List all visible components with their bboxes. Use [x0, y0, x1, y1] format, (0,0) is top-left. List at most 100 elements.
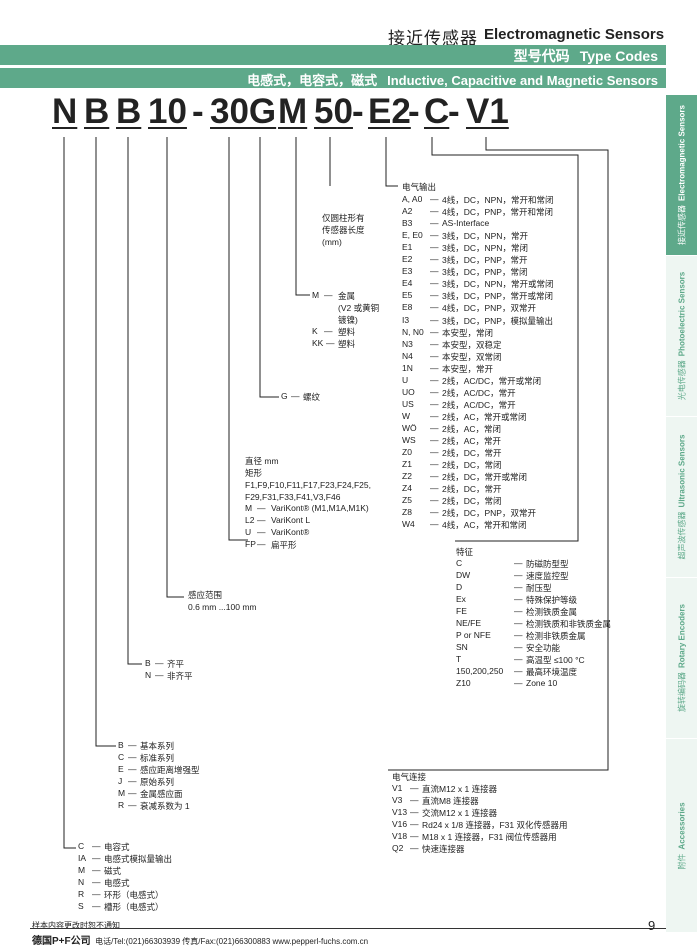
feature-row: NE/FE—检测铁质和非铁质金属: [456, 618, 612, 629]
principle-row-label: 电容式: [104, 842, 130, 852]
feature-row-label: 检测铁质金属: [526, 607, 578, 617]
series-row-label: 标准系列: [140, 753, 175, 763]
output-row: A, A0—4线，DC，NPN，常开和常闭: [402, 194, 554, 205]
housing-label: 直径 mm: [245, 456, 279, 466]
feature-row-code: D: [456, 582, 463, 592]
feature-row-label: 特殊保护等级: [526, 595, 578, 605]
flush-row: B—齐平: [145, 658, 185, 669]
connection-row-code: Q2: [392, 843, 404, 853]
output-row-code: I3: [402, 314, 410, 325]
feature-row: Ex—特殊保护等级: [456, 594, 578, 605]
tab-electromagnetic-sensors[interactable]: 接近传感器Electromagnetic Sensors: [666, 95, 697, 256]
output-row-code: W: [402, 410, 411, 421]
feature-row-label: 检测非铁质金属: [526, 631, 586, 641]
output-row-label: 2线，DC，常开或常闭: [442, 472, 528, 483]
output-row: B3—AS-Interface: [402, 218, 490, 229]
output-row: Z1—2线，DC，常闭: [402, 459, 502, 471]
output-row-code: UO: [402, 386, 415, 397]
output-row-code: Z0: [402, 447, 412, 458]
footer-divider: [30, 928, 666, 929]
feature-row-code: Z10: [456, 678, 471, 688]
length-label-2: 传感器长度: [322, 225, 365, 235]
series-row-code: B: [118, 740, 124, 750]
feature-row: T—高温型 ≤100 °C: [456, 654, 585, 665]
connection-row: V13—交流M12 x 1 连接器: [392, 807, 498, 818]
connection-row-label: 直流M12 x 1 连接器: [422, 784, 498, 794]
band1-title-en: Type Codes: [579, 48, 658, 64]
feature-row-label: 安全功能: [526, 643, 561, 653]
housing-row: U—VariKont®: [245, 527, 310, 537]
output-row-code: WÖ: [402, 422, 417, 433]
output-row: W—2线，AC，常开或常闭: [402, 410, 527, 422]
output-row: E8—4线，DC，PNP，双常开: [402, 302, 536, 314]
connection-row: V1—直流M12 x 1 连接器: [392, 783, 498, 794]
connection-row-label: 交流M12 x 1 连接器: [422, 808, 498, 818]
tab-photoelectric-sensors[interactable]: 光电传感器Photoelectric Sensors: [666, 256, 697, 417]
output-row: WÖ—2线，AC，常闭: [402, 422, 502, 434]
feature-row-code: NE/FE: [456, 618, 482, 628]
output-row: U—2线，AC/DC，常开或常闭: [402, 374, 542, 386]
series-row: C—标准系列: [118, 752, 175, 763]
output-row-label: 4线，DC，NPN，常开和常闭: [442, 195, 554, 205]
output-row-label: 本安型，双常闭: [442, 351, 502, 362]
output-row: I3—3线，DC，PNP，模拟量输出: [402, 314, 553, 326]
principle-row-code: C: [78, 841, 85, 851]
output-row-code: Z2: [402, 471, 412, 482]
output-row: E4—3线，DC，NPN，常开或常闭: [402, 278, 554, 290]
feature-row-code: Ex: [456, 594, 466, 604]
code-output: E2: [368, 92, 411, 131]
output-row-label: 2线，DC，常开: [442, 484, 502, 495]
output-row-label: 3线，DC，NPN，常开或常闭: [442, 279, 554, 290]
output-row-code: A2: [402, 206, 413, 217]
feature-row: 150,200,250—最高环境温度: [456, 666, 578, 677]
connection-row-label: 直流M8 连接器: [422, 796, 479, 806]
feature-row-code: T: [456, 654, 462, 664]
principle-row-label: 环形（电感式）: [104, 890, 164, 900]
output-row-label: 3线，DC，PNP，模拟量输出: [442, 315, 553, 326]
series-row-code: M: [118, 788, 126, 798]
output-row: E3—3线，DC，PNP，常闭: [402, 266, 528, 278]
output-row-code: E3: [402, 266, 413, 277]
tab-accessories[interactable]: 附件Accessories: [666, 739, 697, 933]
output-row: 1N—本安型，常开: [402, 362, 494, 374]
principle-row-label: 电感式: [104, 878, 130, 888]
output-row: N4—本安型，双常闭: [402, 350, 502, 362]
connection-row-label: 快速连接器: [422, 844, 465, 854]
connection-row-code: V18: [392, 831, 408, 841]
range-label: 感应范围: [188, 590, 223, 600]
output-row-label: 2线，DC，常闭: [442, 496, 502, 507]
output-row-code: U: [402, 374, 409, 385]
material-row: K—塑料: [312, 326, 356, 337]
series-row-label: 原始系列: [140, 777, 175, 787]
principle-row: S—槽形（电感式）: [78, 901, 164, 912]
footer-contact-info: 电话/Tel:(021)66303939 传真/Fax:(021)6630088…: [95, 937, 369, 946]
feature-row: D—耐压型: [456, 582, 552, 593]
tab-rotary-encoders[interactable]: 旋转编码器Rotary Encoders: [666, 578, 697, 739]
output-row: UO—2线，AC/DC，常开: [402, 386, 516, 398]
code-housing-thread: 30G: [210, 92, 277, 131]
principle-row-code: S: [78, 901, 84, 911]
series-row-label: 感应距离增强型: [140, 765, 200, 775]
output-row-label: 2线，AC/DC，常开: [442, 399, 516, 410]
output-row-code: Z8: [402, 507, 412, 518]
output-row-label: 3线，DC，NPN，常开: [442, 231, 528, 242]
feature-row-code: 150,200,250: [456, 666, 504, 676]
thread-row: G—螺纹: [281, 391, 321, 402]
housing-row: FP—扁平形: [245, 539, 297, 550]
principle-row-label: 电感式模拟量输出: [104, 854, 173, 864]
material-row: 镀镍): [338, 315, 358, 325]
output-row: Z5—2线，DC，常闭: [402, 495, 502, 507]
material-row: KK—塑料: [312, 338, 356, 349]
tab-ultrasonic-sensors[interactable]: 超声波传感器Ultrasonic Sensors: [666, 417, 697, 578]
feature-row: DW—速度监控型: [456, 570, 569, 581]
output-row-label: 2线，DC，PNP，双常开: [442, 508, 536, 519]
features-title: 特征: [456, 547, 474, 557]
feature-row: P or NFE—检测非铁质金属: [456, 630, 586, 641]
series-row-code: J: [118, 776, 123, 786]
output-title: 电气输出: [402, 182, 437, 192]
series-row-label: 基本系列: [140, 741, 175, 751]
output-row-code: E4: [402, 278, 413, 289]
series-row: E—感应距离增强型: [118, 764, 200, 775]
